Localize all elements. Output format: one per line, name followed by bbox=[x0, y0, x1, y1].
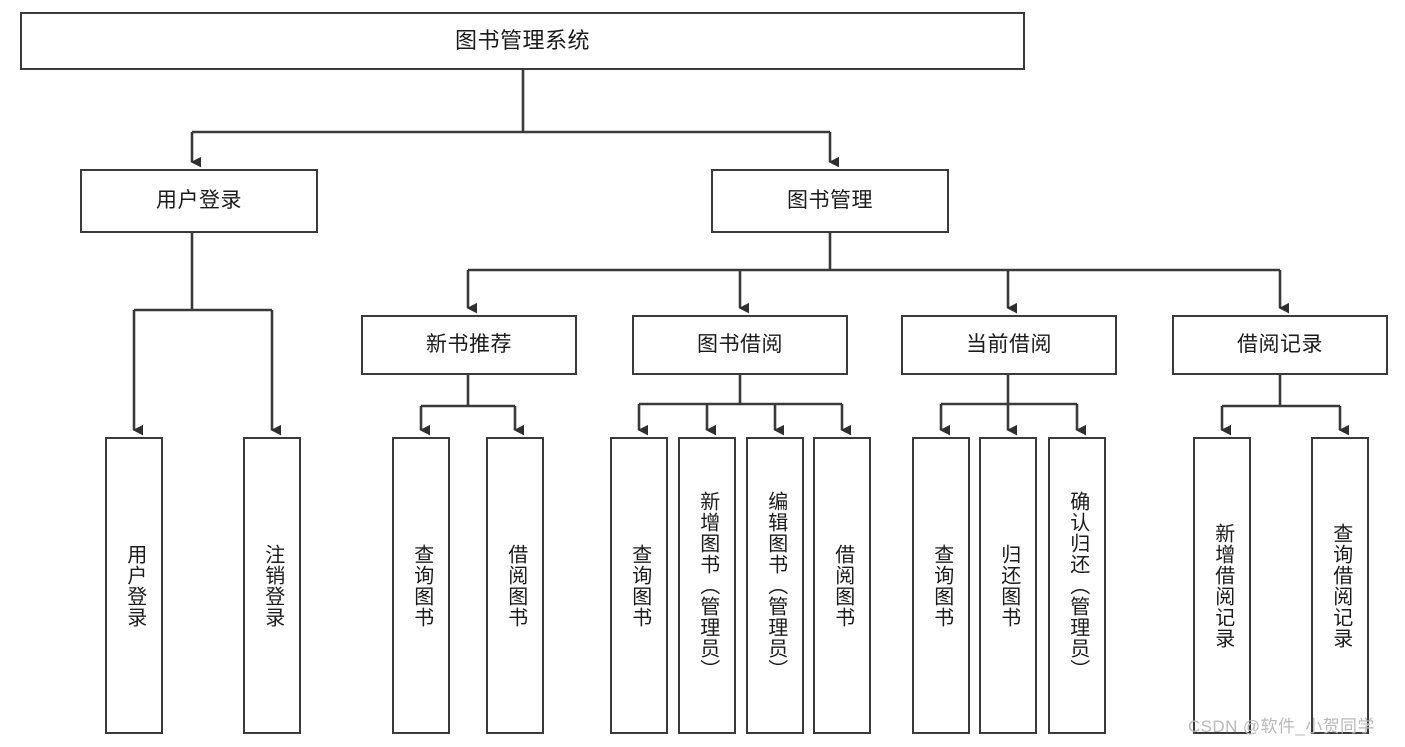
leaf-current-confirm-return-admin[interactable]: 确认归还（管理员） bbox=[1048, 437, 1106, 734]
leaf-user-login-signout[interactable]: 注销登录 bbox=[243, 437, 301, 734]
leaf-record-add-borrow-record[interactable]: 新增借阅记录 bbox=[1193, 437, 1251, 734]
leaf-current-query-book[interactable]: 查询图书 bbox=[912, 437, 970, 734]
leaf-new-book-borrow[interactable]: 借阅图书 bbox=[486, 437, 544, 734]
node-user-login[interactable]: 用户登录 bbox=[80, 169, 318, 233]
leaf-borrow-query-book[interactable]: 查询图书 bbox=[610, 437, 668, 734]
leaf-user-login-signin[interactable]: 用户登录 bbox=[105, 437, 163, 734]
node-book-borrow[interactable]: 图书借阅 bbox=[632, 315, 848, 375]
node-new-book-recommend[interactable]: 新书推荐 bbox=[361, 315, 577, 375]
leaf-borrow-edit-book-admin[interactable]: 编辑图书（管理员） bbox=[746, 437, 804, 734]
leaf-record-query-borrow-record[interactable]: 查询借阅记录 bbox=[1311, 437, 1369, 734]
node-borrow-record[interactable]: 借阅记录 bbox=[1172, 315, 1388, 375]
leaf-new-book-query[interactable]: 查询图书 bbox=[392, 437, 450, 734]
node-book-management[interactable]: 图书管理 bbox=[711, 169, 949, 233]
node-current-borrow[interactable]: 当前借阅 bbox=[901, 315, 1117, 375]
leaf-borrow-add-book-admin[interactable]: 新增图书（管理员） bbox=[678, 437, 736, 734]
node-root-library-system[interactable]: 图书管理系统 bbox=[20, 12, 1025, 70]
leaf-borrow-borrow-book[interactable]: 借阅图书 bbox=[813, 437, 871, 734]
leaf-current-return-book[interactable]: 归还图书 bbox=[979, 437, 1037, 734]
